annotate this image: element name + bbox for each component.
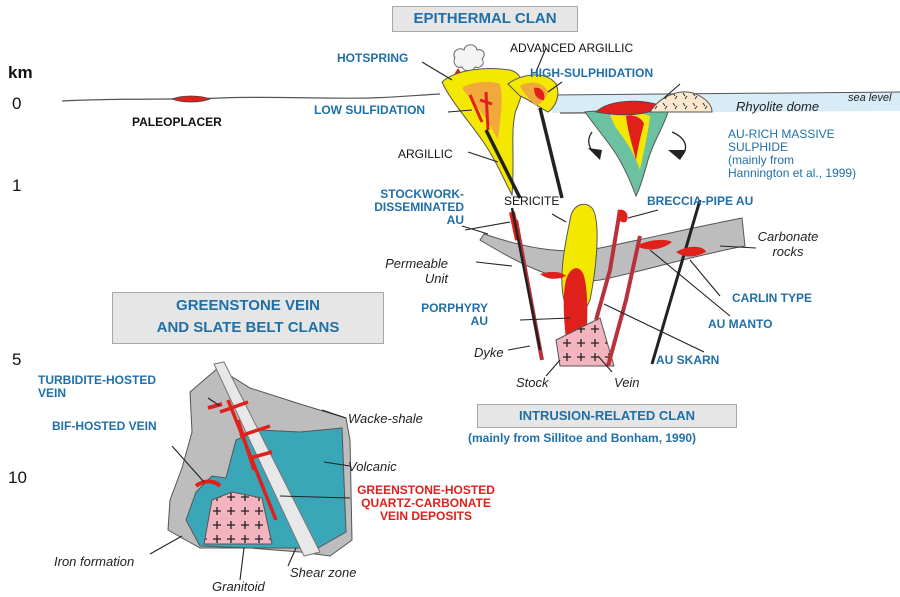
depth-tick-1: 1 [12, 176, 22, 195]
greenstone-hosted-line2: QUARTZ-CARBONATE [361, 496, 491, 510]
greenstone-quartz-carbonate-veins [219, 399, 278, 521]
dyke-black-left [510, 207, 542, 351]
epithermal-feeder-left [484, 129, 522, 199]
high-sulphidation-ore [534, 87, 545, 100]
stockwork-line2: DISSEMINATED [374, 200, 464, 214]
greenstone-title-line1: GREENSTONE VEIN [176, 297, 320, 314]
au-rich-vms-line4: Hannington et al., 1999) [728, 166, 857, 180]
greenstone-hosted-line1: GREENSTONE-HOSTED [357, 483, 495, 497]
low-sulfidation-veins [468, 91, 493, 131]
granitoid-intrusion [203, 491, 273, 545]
label-bif-hosted-vein: BIF-HOSTED VEIN [52, 419, 157, 433]
au-rich-vms-line3: (mainly from [728, 153, 795, 167]
label-shear-zone: Shear zone [290, 565, 357, 580]
label-greenstone-hosted-deposits: GREENSTONE-HOSTED QUARTZ-CARBONATE VEIN … [346, 484, 506, 523]
breccia-ore [617, 209, 628, 223]
label-rhyolite-dome: Rhyolite dome [736, 99, 820, 114]
turbidite-line2: VEIN [38, 386, 67, 400]
label-sericite: SERICITE [504, 194, 560, 208]
porphyry-line1: PORPHYRY [421, 301, 488, 315]
shear-zone [213, 361, 321, 557]
label-volcanic: Volcanic [348, 459, 397, 474]
depth-tick-10: 10 [8, 468, 27, 487]
au-rich-vms-line1: AU-RICH MASSIVE [728, 127, 835, 141]
vms-convection-arrowhead-right [668, 150, 686, 160]
greenstone-title-line2: AND SLATE BELT CLANS [156, 319, 340, 336]
porphyry-line2: AU [470, 314, 488, 328]
au-manto-ore [636, 239, 672, 250]
permeable-line2: Unit [424, 271, 448, 286]
feeder-carlin [650, 199, 702, 365]
carbonate-line2: rocks [772, 244, 804, 259]
label-stockwork-disseminated: STOCKWORK- DISSEMINATED AU [356, 188, 464, 227]
sea-level-line [551, 91, 900, 96]
leader-lines [149, 47, 757, 581]
greenstone-clan-title: GREENSTONE VEIN AND SLATE BELT CLANS [112, 292, 384, 344]
label-granitoid: Granitoid [212, 579, 265, 594]
label-stock: Stock [516, 375, 549, 390]
porphyry-red-core [563, 268, 588, 340]
vms-stringer-core [626, 115, 644, 160]
label-turbidite-hosted-vein: TURBIDITE-HOSTED VEIN [38, 374, 156, 400]
label-high-sulphidation: HIGH-SULPHIDATION [530, 66, 654, 80]
rhyolite-dome [649, 91, 713, 113]
turbidite-vein [207, 402, 223, 410]
label-hotspring: HOTSPRING [337, 51, 409, 65]
label-dyke: Dyke [474, 345, 504, 360]
au-rich-vms-line2: SULPHIDE [728, 140, 789, 154]
epithermal-clan-title: EPITHERMAL CLAN [392, 6, 578, 32]
turbidite-line1: TURBIDITE-HOSTED [38, 373, 156, 387]
label-argillic: ARGILLIC [398, 147, 453, 161]
label-au-manto: AU MANTO [708, 317, 773, 331]
hotspring-cloud [453, 44, 485, 72]
permeable-line1: Permeable [385, 256, 448, 271]
bif-vein [194, 479, 222, 488]
label-au-skarn: AU SKARN [656, 353, 720, 367]
label-low-sulfidation: LOW SULFIDATION [314, 103, 426, 117]
label-carbonate-rocks: Carbonate rocks [752, 229, 824, 259]
label-sea-level: sea level [848, 92, 892, 104]
label-breccia-pipe-au: BRECCIA-PIPE AU [647, 194, 754, 208]
carbonate-line1: Carbonate [757, 229, 819, 244]
label-advanced-argillic: ADVANCED ARGILLIC [510, 41, 634, 55]
intrusion-clan-title: INTRUSION-RELATED CLAN [477, 404, 737, 428]
depth-unit: km [8, 63, 33, 82]
vein-right [606, 235, 642, 367]
label-iron-formation: Iron formation [54, 554, 135, 569]
vms-convection-arrowhead-left [588, 148, 602, 160]
stockwork-line3: AU [446, 213, 464, 227]
stock-intrusion [555, 317, 615, 367]
carlin-ore [676, 246, 706, 257]
label-carlin-type: CARLIN TYPE [732, 291, 813, 305]
permeable-unit-ore [540, 271, 566, 279]
breccia-pipe [594, 209, 622, 321]
label-vein: Vein [614, 375, 640, 390]
depth-tick-5: 5 [12, 350, 22, 369]
epithermal-feeder-right [538, 107, 564, 199]
depth-tick-0: 0 [12, 94, 22, 113]
label-paleoplacer: PALEOPLACER [132, 115, 222, 129]
label-wacke-shale: Wacke-shale [348, 411, 423, 426]
high-sulphidation-core [520, 82, 548, 106]
paleoplacer-lens [170, 95, 212, 103]
stockwork-line1: STOCKWORK- [380, 187, 464, 201]
label-porphyry-au: PORPHYRY AU [416, 302, 488, 328]
intrusion-source-note: (mainly from Sillitoe and Bonham, 1990) [468, 431, 697, 445]
greenstone-hosted-line3: VEIN DEPOSITS [379, 509, 473, 523]
label-permeable-unit: Permeable Unit [370, 256, 448, 286]
label-au-rich-vms: AU-RICH MASSIVE SULPHIDE (mainly from Ha… [728, 128, 856, 180]
